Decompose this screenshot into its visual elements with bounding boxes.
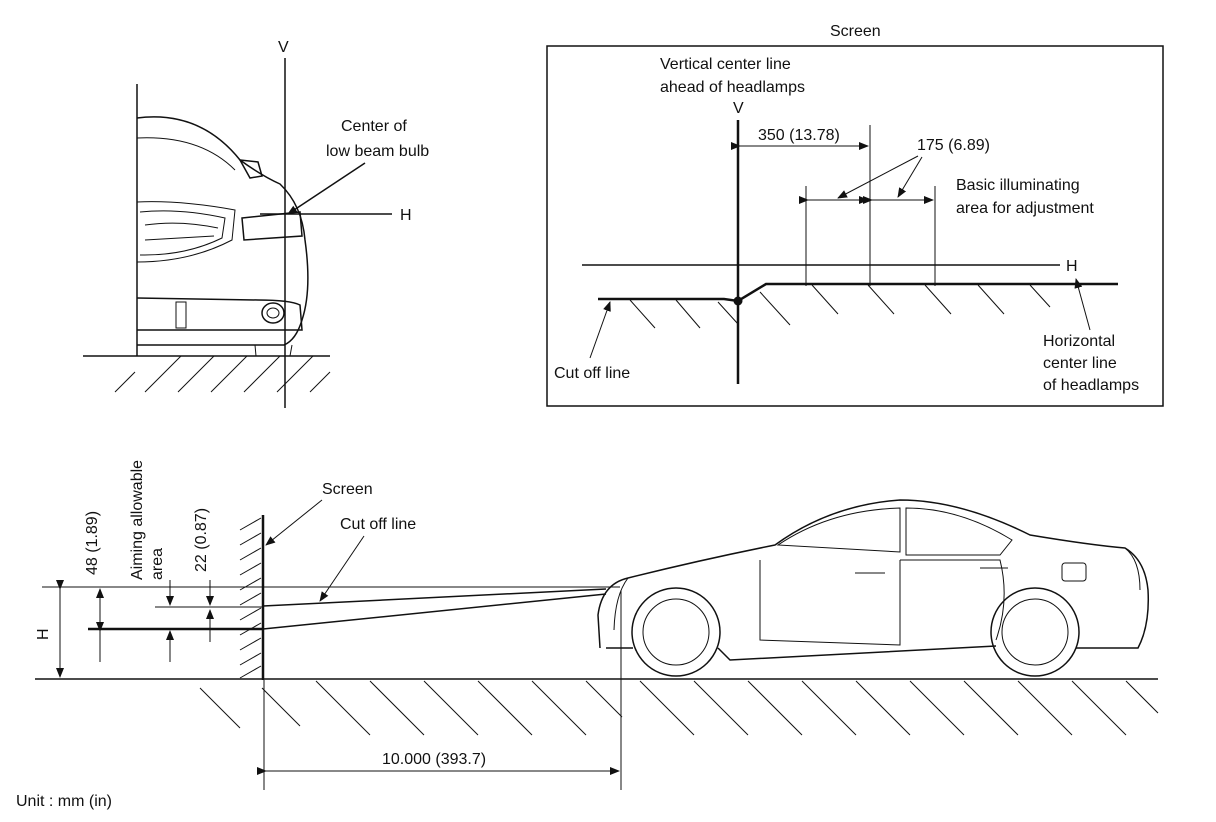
horizontal-center-label-2: center line (1043, 355, 1117, 372)
bulb-center-label-line1: Center of (341, 118, 407, 135)
side-screen-label: Screen (322, 481, 373, 498)
aiming-area-label-1: Aiming allowable (129, 460, 146, 580)
front-ground-hatch (114, 355, 331, 393)
basic-area-label-1: Basic illuminating (956, 177, 1080, 194)
side-view: H 48 (1.89) Aiming allowable area 22 (0.… (35, 460, 1159, 790)
dim-22-label: 22 (0.87) (193, 508, 210, 572)
screen-panel-title: Screen (830, 23, 881, 40)
screen-v-label: V (733, 100, 744, 117)
dim-175-leader-2 (897, 156, 923, 198)
screen-panel-frame (546, 45, 1164, 407)
unit-note: Unit : mm (in) (16, 793, 112, 810)
front-view: V H Center of low beam bulb (83, 39, 429, 408)
side-cutoff-leader (319, 535, 365, 602)
screen-cutoff-line (598, 282, 1118, 303)
vertical-center-line-label-1: Vertical center line (660, 56, 791, 73)
aiming-area-label-2: area (149, 548, 166, 580)
horizontal-center-leader (1074, 278, 1091, 331)
screen-h-label: H (1066, 258, 1078, 275)
h-height-label: H (35, 628, 52, 640)
dim-175-leader-1 (837, 155, 919, 199)
horizontal-center-label-3: of headlamps (1043, 377, 1139, 394)
screen-panel: Screen Vertical center line ahead of hea… (546, 23, 1164, 407)
basic-area-label-2: area for adjustment (956, 200, 1094, 217)
dim-48-label: 48 (1.89) (84, 511, 101, 575)
side-ground-hatch (199, 680, 1159, 736)
screen-cutoff-label: Cut off line (554, 365, 630, 382)
distance-label: 10.000 (393.7) (382, 751, 486, 768)
dim-350-label: 350 (13.78) (758, 127, 840, 144)
horizontal-center-label-1: Horizontal (1043, 333, 1115, 350)
screen-cutoff-hatch (629, 284, 1051, 329)
car-side-outline (597, 499, 1150, 677)
car-front-outline (136, 116, 309, 357)
vertical-center-line-label-2: ahead of headlamps (660, 79, 805, 96)
screen-cutoff-leader (589, 301, 611, 359)
bulb-center-leader-arrow (287, 162, 366, 215)
beam-lower-ray (262, 593, 607, 630)
front-v-label: V (278, 39, 289, 56)
dim-175-label: 175 (6.89) (917, 137, 990, 154)
front-h-label: H (400, 207, 412, 224)
side-screen-hatch (239, 517, 262, 679)
beam-upper-ray (262, 588, 607, 607)
side-cutoff-label: Cut off line (340, 516, 416, 533)
bulb-center-label-line2: low beam bulb (326, 143, 429, 160)
side-screen-leader (265, 499, 323, 546)
cutoff-elbow-point (733, 296, 743, 306)
